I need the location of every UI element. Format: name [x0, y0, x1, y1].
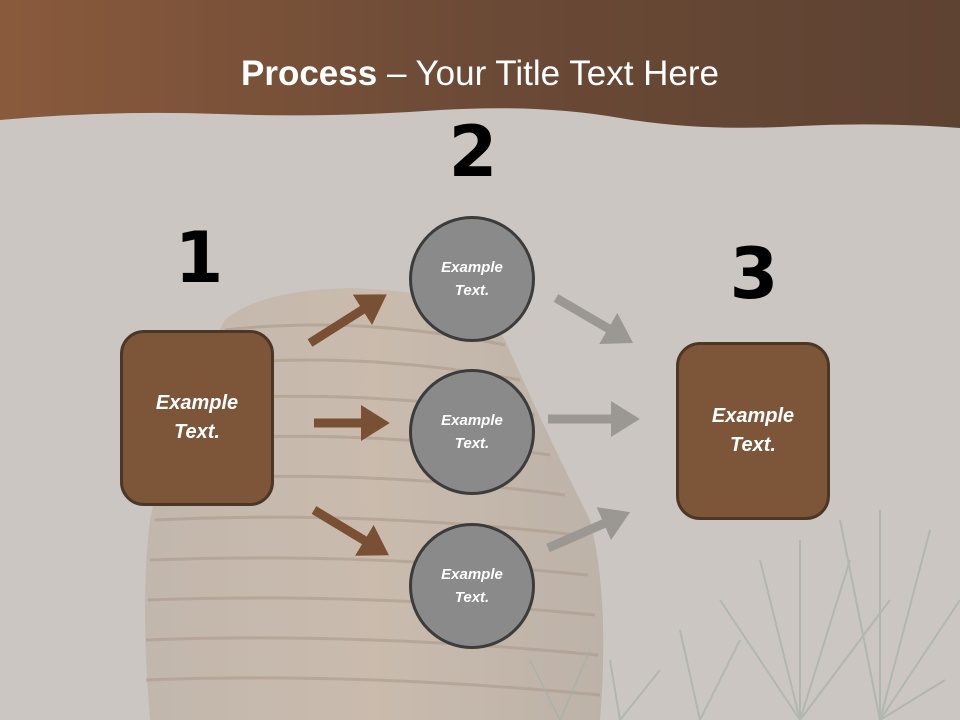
step-1-text: Example Text. [155, 392, 239, 443]
title-rest: – Your Title Text Here [377, 54, 719, 93]
step-2-circle-text: Example Text. [441, 259, 503, 299]
step-1-box[interactable]: Example Text. [120, 330, 274, 506]
step-2-circle-top[interactable]: Example Text. [409, 216, 535, 342]
step-3-box[interactable]: Example Text. [676, 342, 830, 520]
step-2-circle-text: Example Text. [441, 566, 503, 606]
step-2-circle-bottom[interactable]: Example Text. [409, 523, 535, 649]
arrow-1-to-2-top [307, 294, 387, 347]
step-3-number: 3 [729, 233, 779, 315]
header-band [0, 0, 960, 128]
pine-branch-image [529, 510, 960, 720]
arrow-2-bottom-to-3 [546, 507, 631, 553]
step-2-number: 2 [448, 111, 498, 193]
step-2-circle-text: Example Text. [441, 412, 503, 452]
slide-title[interactable]: Process – Your Title Text Here [0, 52, 960, 96]
title-bold: Process [241, 54, 378, 93]
step-2-circle-middle[interactable]: Example Text. [409, 369, 535, 495]
arrow-2-top-to-3 [553, 294, 634, 345]
step-3-text: Example Text. [711, 405, 795, 456]
arrow-1-to-2-bottom [311, 506, 389, 556]
step-1-number: 1 [174, 217, 224, 299]
